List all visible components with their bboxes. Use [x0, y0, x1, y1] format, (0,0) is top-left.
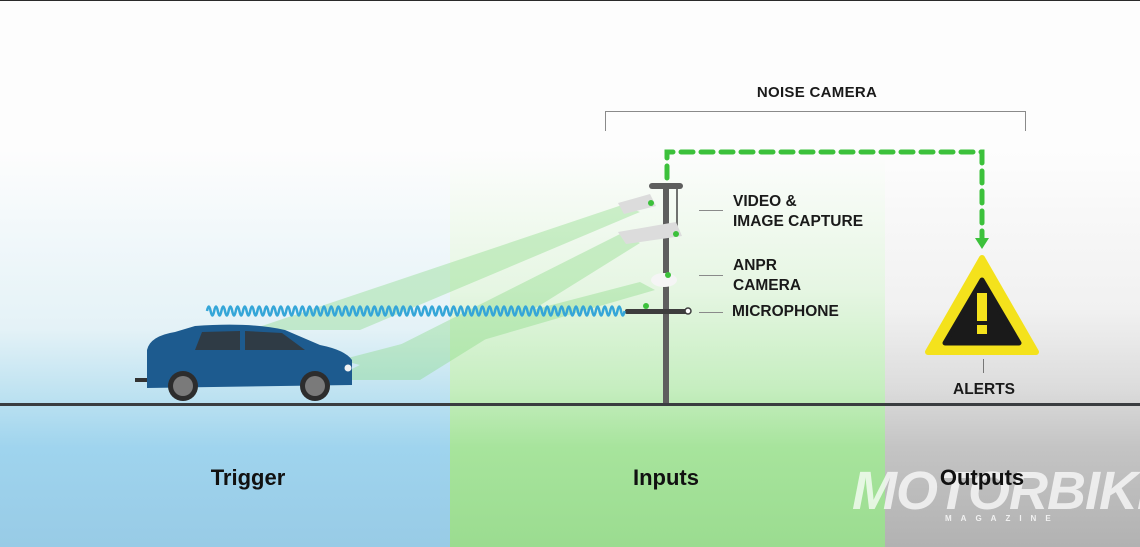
- arrow-down-icon: [975, 238, 989, 249]
- watermark-logo: MOTORBIKE: [852, 461, 1140, 521]
- video-camera-top-icon: [618, 194, 656, 214]
- label-video-line1: VIDEO &: [733, 193, 797, 210]
- beam-video-bottom: [330, 233, 640, 380]
- sound-wave: [205, 305, 626, 317]
- beam-video-top: [250, 205, 640, 330]
- zone-label-outputs: Outputs: [939, 465, 1025, 490]
- zone-label-trigger: Trigger: [210, 465, 286, 490]
- group-bracket: [605, 111, 1026, 131]
- pole-shaft: [663, 186, 669, 404]
- label-video-capture: VIDEO & IMAGE CAPTURE: [733, 192, 863, 232]
- label-video-line2: IMAGE CAPTURE: [733, 213, 864, 230]
- alerts-tick: [983, 359, 984, 373]
- beam-anpr: [340, 282, 655, 370]
- leader-anpr: [699, 275, 723, 276]
- pole-top-bar: [649, 183, 683, 189]
- label-alerts: ALERTS: [953, 381, 1015, 398]
- camera-pole: [618, 183, 692, 404]
- leader-mic: [699, 312, 723, 313]
- zone-label-inputs: Inputs: [633, 465, 699, 490]
- label-anpr-line1: ANPR: [733, 257, 777, 274]
- leader-video: [699, 210, 723, 211]
- anpr-camera-icon: [651, 272, 677, 287]
- label-anpr-camera: ANPR CAMERA: [733, 256, 801, 296]
- top-border: [0, 0, 1140, 1]
- car-icon: [135, 324, 352, 401]
- signal-path: [664, 149, 985, 243]
- label-microphone: MICROPHONE: [732, 303, 839, 320]
- group-title: NOISE CAMERA: [756, 84, 878, 101]
- camera-beams: [250, 205, 655, 380]
- label-anpr-line2: CAMERA: [733, 277, 802, 294]
- watermark-subtitle: MAGAZINE: [945, 514, 1060, 523]
- warning-triangle-icon: [925, 255, 1039, 355]
- microphone-icon: [625, 303, 692, 315]
- video-camera-bottom-icon: [618, 222, 682, 244]
- ground-line: [0, 403, 1140, 406]
